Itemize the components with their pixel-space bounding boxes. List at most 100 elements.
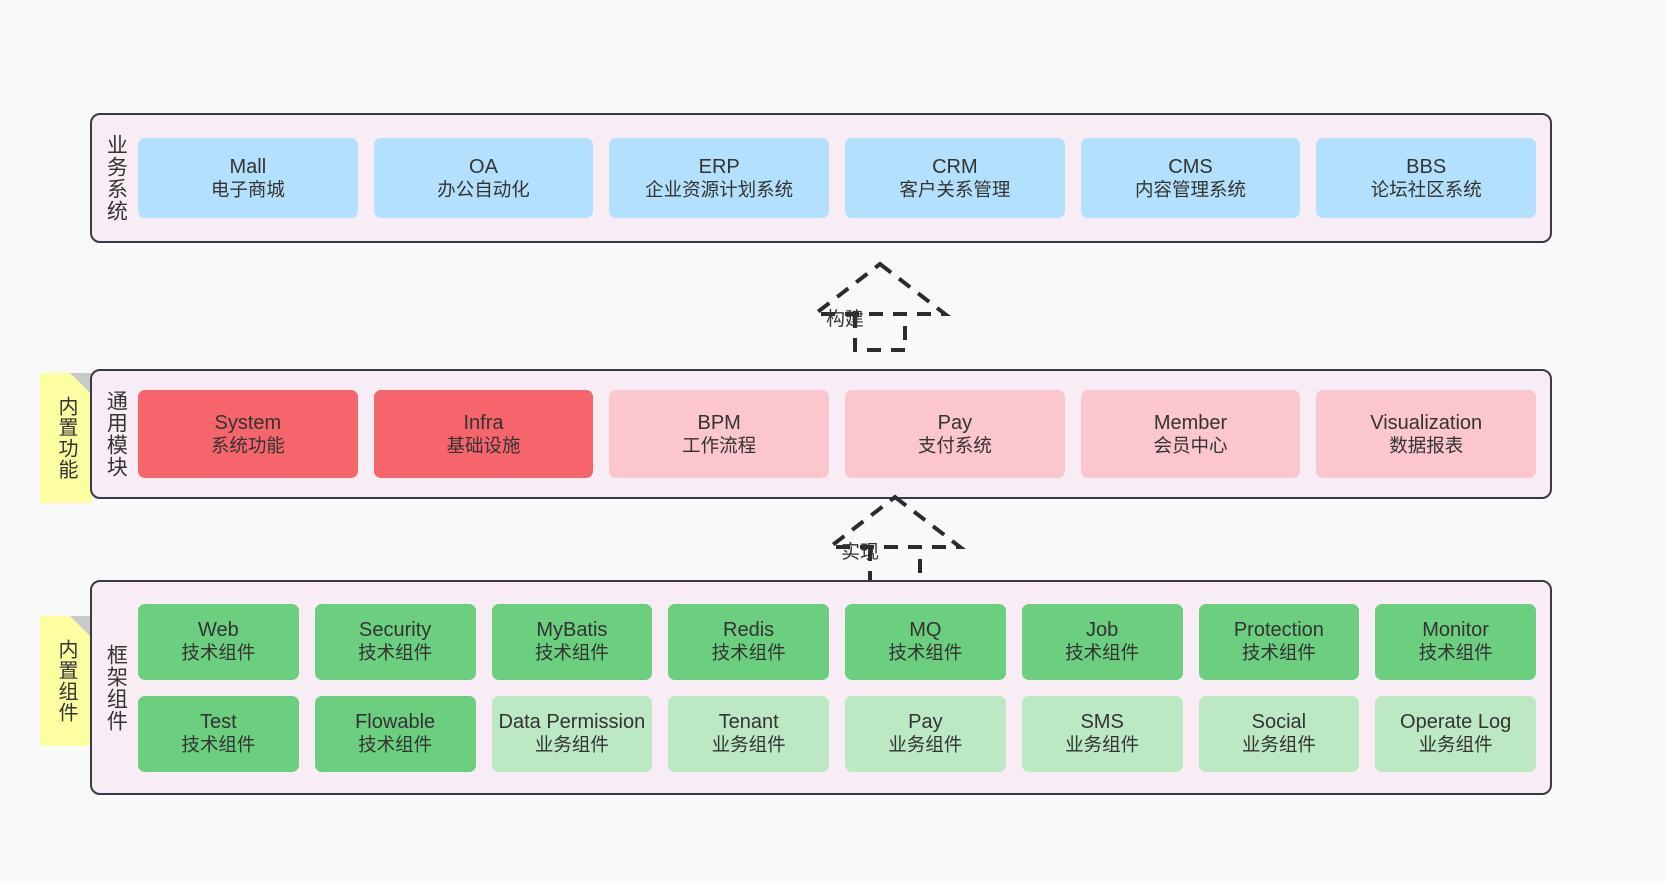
node-infra[interactable]: Infra 基础设施 (373, 390, 594, 478)
node-flowable[interactable]: Flowable 技术组件 (314, 695, 476, 772)
node-redis[interactable]: Redis 技术组件 (668, 603, 829, 680)
node-web[interactable]: Web 技术组件 (138, 603, 299, 680)
layer-label-business-systems: 业务系统 (104, 134, 128, 222)
node-cms[interactable]: CMS 内容管理系统 (1080, 138, 1301, 218)
node-bbs[interactable]: BBS 论坛社区系统 (1316, 138, 1537, 218)
node-title: Operate Log (1400, 711, 1512, 734)
node-title: Pay (908, 711, 943, 734)
node-bpm[interactable]: BPM 工作流程 (609, 390, 830, 478)
node-oa[interactable]: OA 办公自动化 (373, 138, 594, 218)
node-subtitle: 基础设施 (446, 434, 521, 456)
node-subtitle: 客户关系管理 (899, 178, 1011, 200)
node-row: System 系统功能 Infra 基础设施 BPM 工作流程 Pay 支付系统… (138, 390, 1537, 478)
connector-build: 构建 (800, 261, 960, 352)
node-title: Flowable (355, 711, 436, 734)
node-pay-component[interactable]: Pay 业务组件 (845, 695, 1006, 772)
sticky-fold-corner-icon (70, 616, 92, 638)
node-visualization[interactable]: Visualization 数据报表 (1316, 390, 1537, 478)
connector-build-shape (809, 261, 951, 352)
layer-label-framework-components: 框架组件 (104, 643, 128, 732)
node-mall[interactable]: Mall 电子商城 (138, 138, 358, 218)
connector-implement-label: 实现 (841, 542, 880, 563)
node-title: CMS (1168, 155, 1213, 178)
node-subtitle: 论坛社区系统 (1370, 178, 1482, 200)
node-subtitle: 业务组件 (1065, 734, 1140, 756)
node-subtitle: 业务组件 (534, 734, 609, 756)
node-title: Security (359, 619, 432, 642)
node-title: Tenant (718, 711, 779, 734)
node-subtitle: 业务组件 (711, 734, 786, 756)
node-subtitle: 技术组件 (358, 642, 433, 664)
node-subtitle: 支付系统 (917, 434, 992, 456)
node-title: BPM (697, 411, 741, 434)
layer-framework-components: 框架组件 Web 技术组件 Security 技术组件 MyBatis 技术组件… (90, 580, 1552, 795)
node-subtitle: 技术组件 (888, 642, 963, 664)
node-social[interactable]: Social 业务组件 (1198, 695, 1360, 772)
node-title: MyBatis (536, 619, 608, 642)
sticky-note-label: 内置功能 (55, 396, 77, 480)
node-title: CRM (932, 155, 978, 178)
node-data-permission[interactable]: Data Permission 业务组件 (491, 695, 653, 772)
node-subtitle: 办公自动化 (437, 178, 530, 200)
node-row-technical: Web 技术组件 Security 技术组件 MyBatis 技术组件 Redi… (138, 603, 1536, 680)
node-subtitle: 业务组件 (1418, 734, 1493, 756)
layer-body-business-systems: Mall 电子商城 OA 办公自动化 ERP 企业资源计划系统 CRM 客户关系… (138, 115, 1550, 241)
node-title: Member (1153, 411, 1228, 434)
node-subtitle: 业务组件 (888, 734, 963, 756)
node-mq[interactable]: MQ 技术组件 (845, 603, 1006, 680)
node-pay-module[interactable]: Pay 支付系统 (845, 390, 1065, 478)
node-test[interactable]: Test 技术组件 (138, 695, 299, 772)
node-title: Infra (463, 411, 504, 434)
node-subtitle: 电子商城 (210, 178, 285, 200)
node-title: SMS (1080, 711, 1124, 734)
connector-build-label: 构建 (826, 309, 865, 330)
node-subtitle: 会员中心 (1153, 434, 1228, 456)
node-subtitle: 企业资源计划系统 (645, 178, 794, 200)
node-subtitle: 系统功能 (210, 434, 285, 456)
node-subtitle: 技术组件 (358, 734, 433, 756)
node-subtitle: 技术组件 (1418, 642, 1493, 664)
node-sms[interactable]: SMS 业务组件 (1021, 695, 1183, 772)
connector-implement: 实现 (815, 494, 975, 585)
layer-common-modules: 通用模块 System 系统功能 Infra 基础设施 BPM 工作流程 Pay… (90, 369, 1552, 499)
node-subtitle: 技术组件 (181, 734, 256, 756)
node-title: Web (197, 619, 239, 642)
node-subtitle: 技术组件 (1241, 642, 1316, 664)
node-subtitle: 数据报表 (1389, 434, 1464, 456)
node-operate-log[interactable]: Operate Log 业务组件 (1375, 695, 1536, 772)
node-subtitle: 技术组件 (534, 642, 609, 664)
node-subtitle: 内容管理系统 (1135, 178, 1247, 200)
node-title: Mall (229, 155, 267, 178)
node-subtitle: 技术组件 (711, 642, 786, 664)
node-title: OA (469, 155, 498, 178)
node-title: Protection (1233, 619, 1324, 642)
connector-implement-shape (824, 494, 966, 585)
node-erp[interactable]: ERP 企业资源计划系统 (609, 138, 830, 218)
node-mybatis[interactable]: MyBatis 技术组件 (491, 603, 653, 680)
node-title: Pay (937, 411, 973, 434)
node-crm[interactable]: CRM 客户关系管理 (845, 138, 1065, 218)
node-title: BBS (1406, 155, 1447, 178)
node-title: Social (1251, 711, 1307, 734)
node-system[interactable]: System 系统功能 (138, 390, 358, 478)
node-title: Test (200, 711, 237, 734)
node-security[interactable]: Security 技术组件 (314, 603, 476, 680)
node-monitor[interactable]: Monitor 技术组件 (1375, 603, 1536, 680)
node-title: System (214, 411, 282, 434)
layer-body-framework-components: Web 技术组件 Security 技术组件 MyBatis 技术组件 Redi… (138, 582, 1550, 793)
node-protection[interactable]: Protection 技术组件 (1198, 603, 1360, 680)
layer-body-common-modules: System 系统功能 Infra 基础设施 BPM 工作流程 Pay 支付系统… (138, 371, 1550, 497)
node-row: Mall 电子商城 OA 办公自动化 ERP 企业资源计划系统 CRM 客户关系… (138, 138, 1537, 218)
node-title: Monitor (1422, 619, 1489, 642)
node-member[interactable]: Member 会员中心 (1080, 390, 1301, 478)
node-title: Redis (723, 619, 775, 642)
node-tenant[interactable]: Tenant 业务组件 (668, 695, 829, 772)
node-title: Job (1086, 619, 1119, 642)
sticky-note-builtin-functions: 内置功能 (40, 373, 92, 503)
layer-business-systems: 业务系统 Mall 电子商城 OA 办公自动化 ERP 企业资源计划系统 CRM… (90, 113, 1552, 243)
sticky-note-builtin-components: 内置组件 (40, 616, 92, 746)
node-subtitle: 工作流程 (682, 434, 757, 456)
node-title: Data Permission (498, 711, 646, 734)
node-job[interactable]: Job 技术组件 (1021, 603, 1183, 680)
